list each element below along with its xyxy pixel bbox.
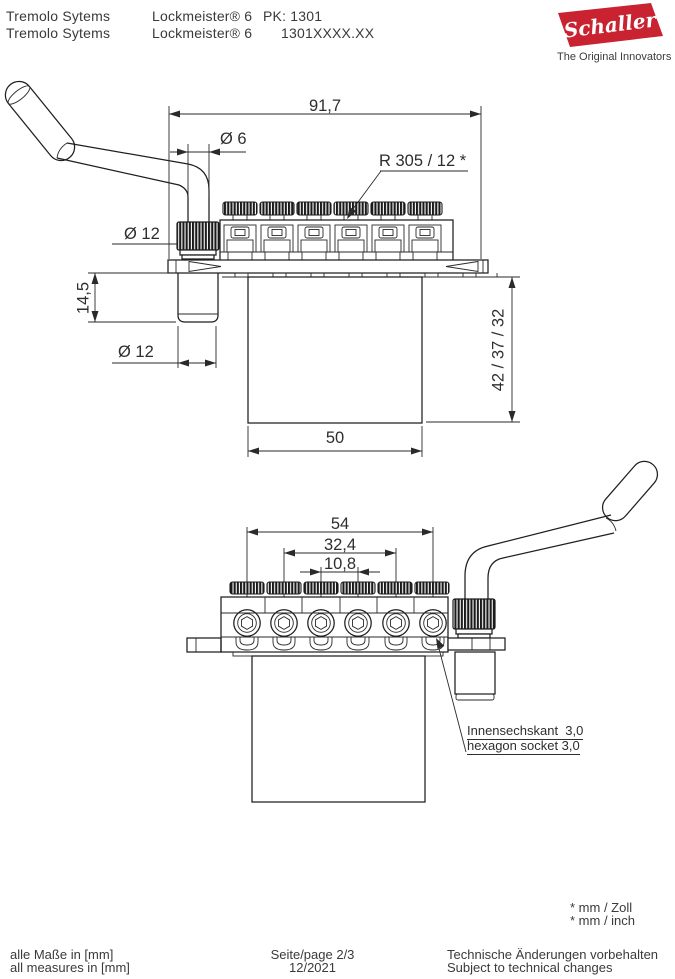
footer-date: 12/2021 <box>289 960 336 975</box>
footer-page-number: Seite/page 2/3 <box>270 947 355 962</box>
note-hexagon-socket-de: Innensechskant 3,0 <box>467 723 584 740</box>
label-outer-spread: 54 <box>330 515 350 533</box>
leader-saddle-radius <box>347 170 468 219</box>
pivot-stud-side <box>177 273 219 323</box>
dim-block-width <box>247 426 423 457</box>
model-name-line2: Lockmeister® 6 <box>152 25 253 41</box>
label-stud-diameter: Ø 12 <box>118 343 154 361</box>
base-plate-side <box>167 259 498 278</box>
dim-inner-spread <box>284 549 396 557</box>
schaller-logo: Schaller <box>558 3 663 47</box>
product-name-line1: Tremolo Sytems <box>6 8 111 24</box>
footnote-mm-inch: * mm / inch <box>570 913 636 928</box>
part-number: PK: 1301 <box>263 8 323 24</box>
logo-background <box>558 3 663 47</box>
footer-units-de: alle Maße in [mm] <box>10 947 114 962</box>
front-view-drawing <box>186 460 659 803</box>
model-name-line1: Lockmeister® 6 <box>152 8 253 24</box>
label-stud-length: 14,5 <box>74 281 93 315</box>
saddle-arches <box>235 637 445 651</box>
dim-outer-spread <box>247 528 433 536</box>
mount-plate-front <box>447 637 506 701</box>
label-string-spacing: 10,8 <box>323 555 357 573</box>
drawing-canvas <box>4 80 659 803</box>
dim-block-heights <box>426 276 520 423</box>
sustain-block-side <box>247 276 423 424</box>
label-inner-spread: 32,4 <box>323 536 357 554</box>
label-total-width: 91,7 <box>308 97 342 115</box>
fine-tuner-wheels-front <box>229 581 450 595</box>
note-hexagon-socket-en: hexagon socket 3,0 <box>467 738 580 755</box>
dim-string-spacing <box>300 568 380 576</box>
logo-tagline: The Original Innovators <box>557 51 672 63</box>
label-block-heights: 42 / 37 / 32 <box>489 308 508 392</box>
dim-stud-length <box>88 272 176 323</box>
fine-tuner-wheels-side <box>222 201 443 220</box>
product-name-line2: Tremolo Sytems <box>6 25 111 41</box>
footer-units-en: all measures in [mm] <box>10 960 130 975</box>
dim-stud-diameter <box>112 326 217 368</box>
bridge-body-side <box>219 219 454 263</box>
label-knob-diameter: Ø 12 <box>124 225 160 243</box>
footer-changes-de: Technische Änderungen vorbehalten <box>447 947 659 962</box>
leader-hexagon-socket <box>436 638 467 753</box>
tremolo-knob-front <box>452 598 496 639</box>
sustain-block-front <box>251 655 426 803</box>
order-number: 1301XXXX.XX <box>281 25 375 41</box>
footer-changes-en: Subject to technical changes <box>447 960 613 975</box>
dim-total-width <box>168 106 482 259</box>
tremolo-arm-front <box>464 460 659 599</box>
lock-screws <box>233 609 447 637</box>
label-arm-diameter: Ø 6 <box>220 130 247 148</box>
footnote-mm-zoll: * mm / Zoll <box>570 900 633 915</box>
label-block-width: 50 <box>325 429 345 447</box>
side-view-drawing <box>4 80 520 457</box>
label-saddle-radius: R 305 / 12 * <box>379 152 467 170</box>
dim-arm-diameter <box>170 144 246 198</box>
tremolo-knob-side <box>176 221 220 260</box>
